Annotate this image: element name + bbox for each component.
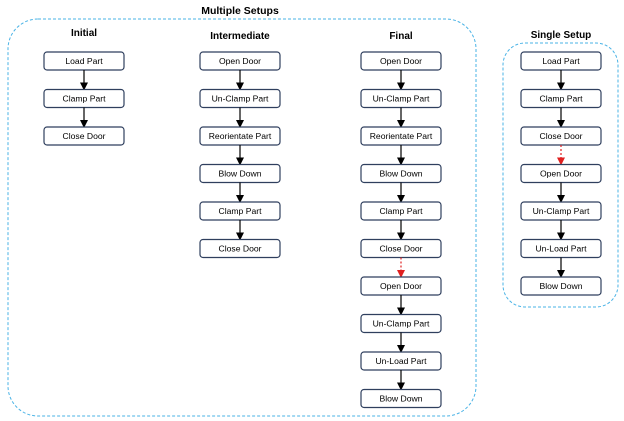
initial-step-label: Close Door <box>63 131 106 141</box>
single-setup-step-label: Un-Load Part <box>535 244 587 254</box>
final-step-label: Un-Load Part <box>375 356 427 366</box>
intermediate-step-label: Open Door <box>219 56 261 66</box>
intermediate-step-label: Blow Down <box>219 169 262 179</box>
single-setup-step-label: Un-Clamp Part <box>533 206 590 216</box>
final-step-label: Open Door <box>380 281 422 291</box>
intermediate-step-label: Close Door <box>219 244 262 254</box>
single-setup-step-label: Clamp Part <box>540 94 584 104</box>
final-step-label: Un-Clamp Part <box>373 319 430 329</box>
single-setup-column-title: Single Setup <box>531 30 592 41</box>
initial-step-label: Clamp Part <box>63 94 107 104</box>
final-step-label: Reorientate Part <box>370 131 433 141</box>
single-setup-step-label: Open Door <box>540 169 582 179</box>
multiple-setups-group <box>7 18 477 417</box>
intermediate-step-box <box>199 238 281 259</box>
initial-step-box <box>43 126 125 146</box>
multiple-setups-title: Multiple Setups <box>201 5 279 17</box>
single-setup-step-label: Close Door <box>540 131 583 141</box>
intermediate-column-title: Intermediate <box>210 31 270 42</box>
final-step-label: Close Door <box>380 244 423 254</box>
final-step-label: Blow Down <box>380 394 423 404</box>
intermediate-step-label: Reorientate Part <box>209 131 272 141</box>
final-step-label: Un-Clamp Part <box>373 94 430 104</box>
single-setup-step-label: Load Part <box>542 56 580 66</box>
intermediate-step-label: Clamp Part <box>219 206 263 216</box>
single-setup-group <box>502 42 619 308</box>
final-step-box <box>360 388 442 409</box>
intermediate-step-label: Un-Clamp Part <box>212 94 269 104</box>
initial-column-title: Initial <box>71 28 97 39</box>
final-step-label: Blow Down <box>380 169 423 179</box>
final-step-label: Clamp Part <box>380 206 424 216</box>
final-column-title: Final <box>389 31 413 42</box>
final-step-label: Open Door <box>380 56 422 66</box>
single-setup-step-label: Blow Down <box>540 281 583 291</box>
single-setup-step-box <box>520 276 602 296</box>
initial-step-label: Load Part <box>65 56 103 66</box>
